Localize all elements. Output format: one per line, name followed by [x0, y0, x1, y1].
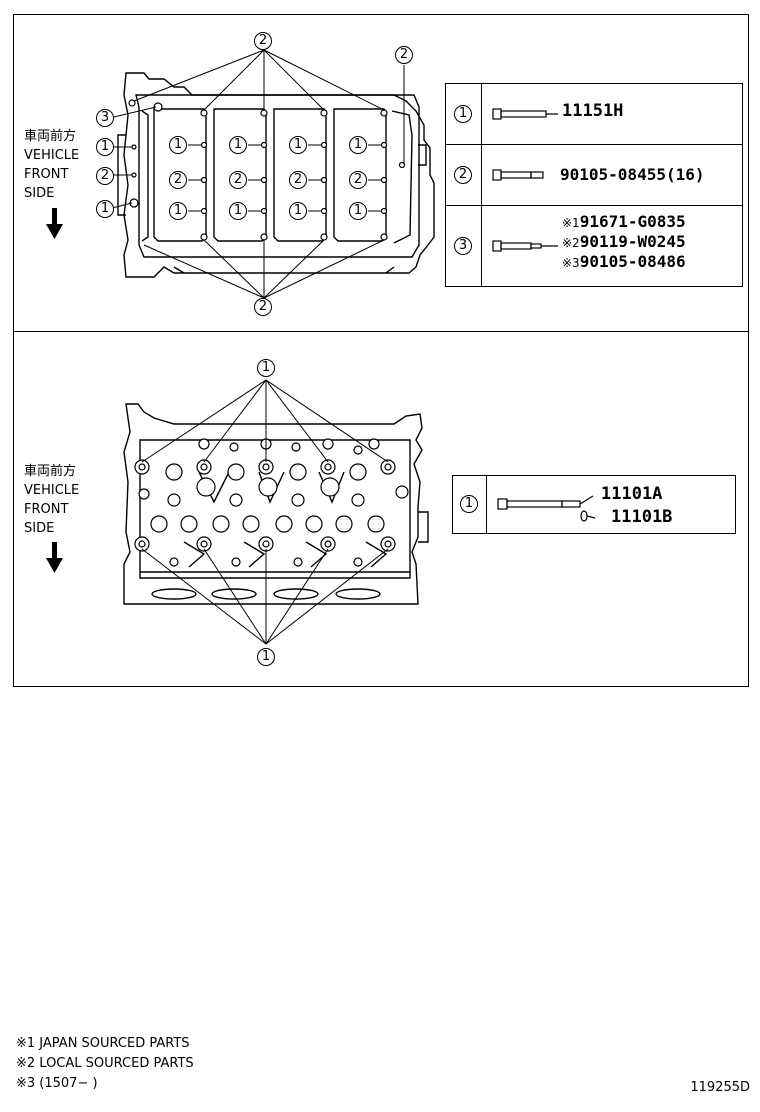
note-mark: ※2: [562, 236, 580, 250]
figure-code: 119255D: [690, 1080, 750, 1095]
bottom-parts-legend: 1 11101A 11101B: [452, 475, 736, 534]
footnote-1: ※1 JAPAN SOURCED PARTS: [16, 1036, 190, 1051]
legend-row-2: 2 90105-08455(16): [446, 145, 742, 206]
part-number: 90119-W0245: [579, 232, 686, 251]
vehicle-front-side-label: 車両前方 VEHICLE FRONT SIDE: [24, 127, 79, 203]
top-parts-legend: 1 11151H 2 90105-08455(16): [445, 83, 743, 287]
part-number: 90105-08486: [579, 252, 686, 271]
part-number-90119-W0245: ※290119-W0245: [562, 232, 686, 251]
vehicle-front-side-label: 車両前方 VEHICLE FRONT SIDE: [24, 462, 79, 538]
part-number-11101A: 11101A: [601, 484, 663, 504]
label-jp: 車両前方: [24, 129, 77, 144]
callout-1: 1: [289, 136, 307, 154]
top-diagram-panel: 車両前方 VEHICLE FRONT SIDE: [13, 14, 749, 332]
bolt-washer-icon: [497, 495, 596, 522]
callout-2: 2: [254, 298, 272, 316]
bolt-icon: [492, 169, 544, 181]
label-vehicle: VEHICLE: [24, 483, 80, 498]
legend-index-1: 1: [460, 495, 478, 513]
callout-2: 2: [169, 171, 187, 189]
bottom-diagram-panel: 車両前方 VEHICLE FRONT SIDE: [13, 331, 749, 687]
callout-1: 1: [169, 136, 187, 154]
label-side: SIDE: [24, 186, 55, 201]
callout-2: 2: [289, 171, 307, 189]
footnote-3: ※3 (1507− ): [16, 1076, 98, 1091]
legend-row-3: 3 ※191671-G0835 ※290119-W0245 ※390105-08…: [446, 206, 742, 286]
front-arrow-icon: [46, 542, 63, 573]
bolt-icon: [492, 108, 558, 120]
callout-3: 3: [96, 109, 114, 127]
legend-row-1: 1 11101A 11101B: [453, 476, 735, 533]
callout-1: 1: [349, 136, 367, 154]
label-side: SIDE: [24, 521, 55, 536]
label-vehicle: VEHICLE: [24, 148, 80, 163]
front-arrow-icon: [46, 208, 63, 239]
part-number-90105-08455: 90105-08455(16): [560, 165, 705, 184]
bolt-icon: [492, 240, 558, 252]
part-number-90105-08486: ※390105-08486: [562, 252, 686, 271]
label-front: FRONT: [24, 502, 69, 517]
callout-1: 1: [96, 200, 114, 218]
cylinder-head-cover-drawing: [46, 49, 435, 299]
cylinder-head-drawing: [46, 379, 429, 645]
legend-index-1: 1: [454, 105, 472, 123]
footnote-2: ※2 LOCAL SOURCED PARTS: [16, 1056, 194, 1071]
legend-row-1: 1 11151H: [446, 84, 742, 145]
part-number-91671-G0835: ※191671-G0835: [562, 212, 686, 231]
note-mark: ※1: [562, 216, 580, 230]
footnotes: ※1 JAPAN SOURCED PARTS ※2 LOCAL SOURCED …: [16, 1034, 194, 1094]
legend-index-3: 3: [454, 237, 472, 255]
callout-2: 2: [349, 171, 367, 189]
callout-1: 1: [229, 136, 247, 154]
callout-2: 2: [395, 46, 413, 64]
label-front: FRONT: [24, 167, 69, 182]
part-number: 91671-G0835: [579, 212, 686, 231]
part-number-11151H: 11151H: [562, 101, 624, 121]
label-jp: 車両前方: [24, 464, 77, 479]
callout-2: 2: [229, 171, 247, 189]
callout-1: 1: [169, 202, 187, 220]
callout-2: 2: [96, 167, 114, 185]
callout-1: 1: [349, 202, 367, 220]
part-number-11101B: 11101B: [611, 507, 673, 527]
callout-1: 1: [96, 138, 114, 156]
note-mark: ※3: [562, 256, 580, 270]
callout-1: 1: [289, 202, 307, 220]
callout-1: 1: [229, 202, 247, 220]
callout-1: 1: [257, 359, 275, 377]
legend-index-2: 2: [454, 166, 472, 184]
callout-1: 1: [257, 648, 275, 666]
callout-2: 2: [254, 32, 272, 50]
